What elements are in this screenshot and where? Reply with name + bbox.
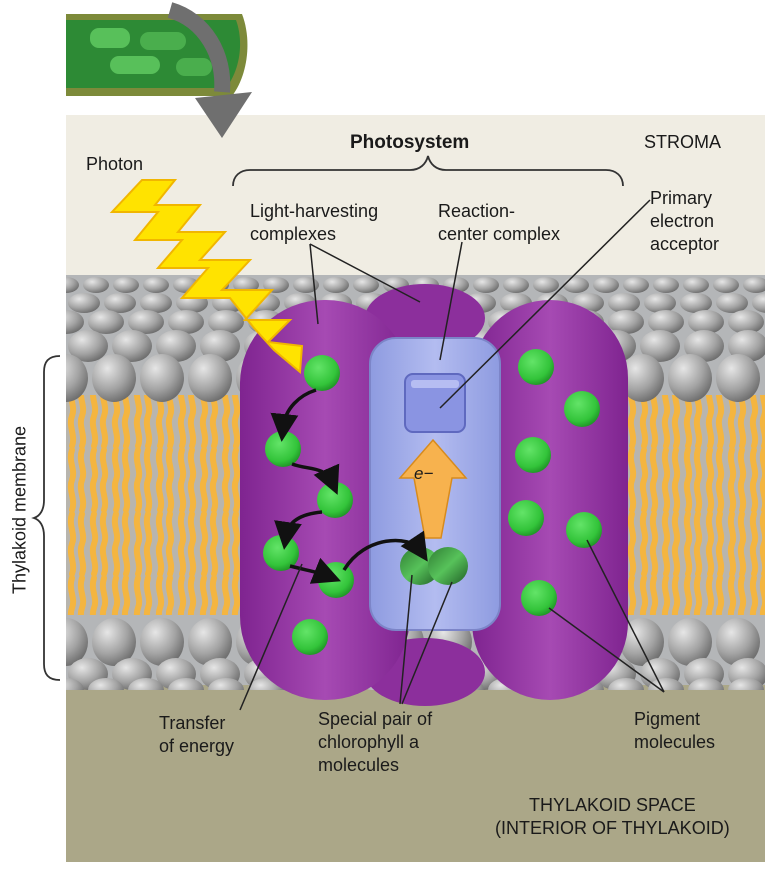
light-harvesting-label: Light-harvesting complexes [250,201,379,244]
thylakoid-membrane-label: Thylakoid membrane [9,425,30,595]
pigment-molecule [564,391,600,427]
phospholipid-head [168,678,204,690]
phospholipid-head [752,293,765,313]
phospholipid-head [208,678,244,690]
photosystem-title: Photosystem [350,132,470,153]
pigment-molecule [566,512,602,548]
phospholipid-head [168,310,204,334]
phospholipid-head [728,310,764,334]
phospholipid-head [140,293,172,313]
phospholipid-head [608,310,644,334]
phospholipid-head [688,678,724,690]
special-pair-chlorophyll-2 [428,547,468,585]
phospholipid-head [563,277,589,293]
phospholipid-head [140,618,184,666]
phospholipid-head [608,678,644,690]
electron-label: e− [414,464,434,483]
phospholipid-head [644,293,676,313]
phospholipid-head [128,310,164,334]
phospholipid-head [503,277,529,293]
transfer-energy-label: Transfer of energy [159,713,235,756]
phospholipid-head [66,618,88,666]
phospholipid-head [688,310,724,334]
pigment-molecule [515,437,551,473]
phospholipid-head [640,330,680,362]
phospholipid-head [156,330,196,362]
reaction-center-label: Reaction- center complex [438,201,561,244]
photosystem-bracket [232,155,624,187]
phospholipid-head [716,618,760,666]
membrane-bracket [31,355,61,681]
phospholipid-head [353,277,379,293]
phospholipid-head [143,277,169,293]
phospholipid-head [683,277,709,293]
phospholipid-head [88,678,124,690]
zoom-arrow-head [195,92,252,138]
phospholipid-head [473,277,499,293]
phospholipid-head [743,277,765,293]
special-pair-label: Special pair of chlorophyll a molecules [318,709,433,775]
pigment-molecule [318,562,354,598]
phospholipid-head [113,277,139,293]
phospholipid-head [653,277,679,293]
phospholipid-head [112,330,152,362]
phospholipid-head [293,277,319,293]
electron-arrow [398,438,468,539]
primary-acceptor-label: Primary electron acceptor [650,188,720,254]
leader-lines [239,199,665,711]
phospholipid-head [608,293,640,313]
phospholipid-head [620,354,664,402]
phospholipid-head [188,618,232,666]
pigment-molecule [292,619,328,655]
phospholipid-head [684,330,724,362]
pigment-molecule [304,355,340,391]
energy-transfer-arrows [270,388,428,584]
phospholipid-head [83,277,109,293]
phospholipid-head [208,310,244,334]
phospholipid-head [620,618,664,666]
photon-label: Photon [86,154,144,174]
pigment-molecule [518,349,554,385]
phospholipid-head [88,310,124,334]
primary-electron-acceptor [404,373,466,433]
phospholipid-head [68,293,100,313]
phospholipid-head [66,277,79,293]
stroma-label: STROMA [644,132,722,152]
phospholipid-head [668,354,712,402]
photon-lightning [109,179,304,375]
phospholipid-head [680,293,712,313]
phospholipid-head [323,277,349,293]
phospholipid-head [68,330,108,362]
phospholipid-head [668,618,712,666]
phospholipid-head [188,354,232,402]
phospholipid-head [593,277,619,293]
zoom-arrow [167,2,231,93]
phospholipid-head [66,678,84,690]
pigment-molecule [317,482,353,518]
pigment-molecule [508,500,544,536]
phospholipid-head [716,354,760,402]
phospholipid-head [728,678,764,690]
thylakoid-space-label: THYLAKOID SPACE (INTERIOR OF THYLAKOID) [495,795,730,838]
pigment-molecule [521,580,557,616]
phospholipid-head [92,618,136,666]
phospholipid-head [140,354,184,402]
phospholipid-head [128,678,164,690]
phospholipid-head [728,330,765,362]
phospholipid-head [713,277,739,293]
phospholipid-head [716,293,748,313]
phospholipid-head [92,354,136,402]
phospholipid-head [66,310,84,334]
phospholipid-head [104,293,136,313]
pigment-molecule [265,431,301,467]
phospholipid-head [648,310,684,334]
phospholipid-head [623,277,649,293]
phospholipid-head [533,277,559,293]
pigment-molecules-label: Pigment molecules [634,709,716,752]
phospholipid-head [66,354,88,402]
